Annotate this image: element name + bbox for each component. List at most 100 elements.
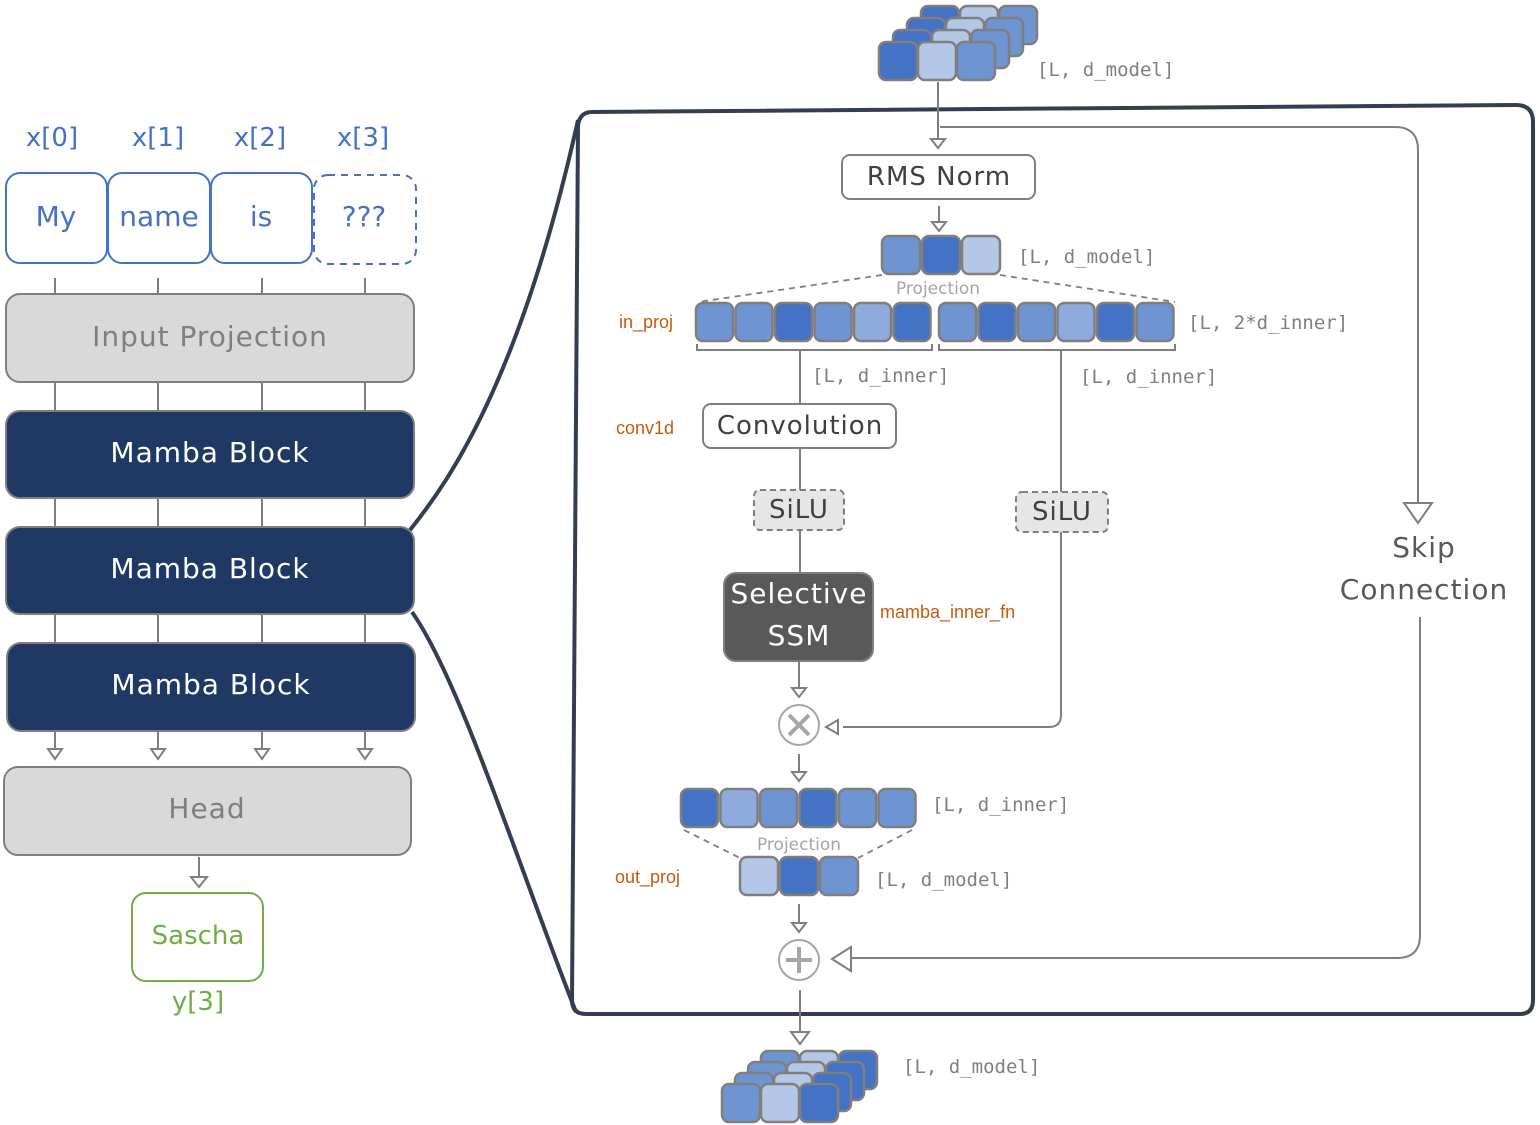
inner-tensor-row [679,787,917,829]
normed-shape: [L, d_model] [1018,246,1155,268]
zoom-line-bottom [410,610,578,1013]
input-token-box-unknown [313,174,417,265]
tensor-cell [1016,301,1057,343]
arrow-icon [929,221,949,233]
tensor-cell [818,855,860,897]
left-branch-shape: [L, d_inner] [812,365,949,387]
out-projection-tensor-row [738,855,860,897]
input-token: ??? [342,200,387,233]
tensor-cell [734,301,774,343]
tensor-cell [955,40,997,82]
output-index-label: y[3] [172,987,224,1017]
mamba-block-label: Mamba Block [111,668,310,701]
output-tensor-stack [720,1049,879,1124]
silu-right-label: SiLU [1032,497,1092,527]
in-projection-shape: [L, 2*d_inner] [1188,312,1348,334]
tensor-cell [679,787,720,829]
rms-norm-block [841,154,1036,200]
right-branch-brace [938,344,1176,351]
input-index-label: x[3] [337,123,389,153]
output-token: Sascha [152,921,245,951]
skip-connection-return-wire [850,617,1421,959]
selective-ssm-label: SSM [768,619,831,652]
tensor-cell [837,787,878,829]
arrow-icon [253,748,271,761]
tensor-cell [920,234,962,276]
tensor-cell [916,40,958,82]
tensor-cell [758,787,799,829]
conv1d-code-label: conv1d [616,418,674,438]
out-proj-code-label: out_proj [615,867,680,888]
tensor-cell [798,1082,840,1124]
mamba-block-detail: [L, d_model] Skip Connection RMS Norm [L… [615,4,1508,1124]
tensor-cell [759,1082,801,1124]
mamba-block [5,410,415,499]
selective-ssm-label: Selective [731,577,868,610]
tensor-cell [778,855,820,897]
convolution-label: Convolution [717,411,883,441]
mamba-block-detail-frame [569,102,1535,1016]
skip-connection-wire [940,126,1419,503]
tensor-cell [798,787,838,829]
inner-shape: [L, d_inner] [932,794,1069,816]
left-branch-brace [696,344,933,351]
arrow-icon [789,687,809,699]
tensor-cell [1056,301,1096,343]
input-token: is [250,200,272,233]
skip-connection-label: Skip [1392,531,1456,564]
input-token-box [210,172,313,264]
in-projection-label: Projection [896,279,980,299]
gate-wire [843,532,1062,728]
head-input-arrows [46,748,374,761]
head-block [3,766,412,856]
silu-right-block [1015,491,1109,533]
tensor-cell [813,301,853,343]
rms-norm-label: RMS Norm [867,162,1011,192]
zoom-line-top [408,119,580,532]
tensor-cell [773,301,814,343]
input-index-label: x[0] [26,123,78,153]
tensor-cell [877,787,917,829]
output-token-box [131,892,264,982]
out-projection-shape: [L, d_model] [875,869,1012,891]
mamba-inner-fn-code-label: mamba_inner_fn [880,602,1015,623]
multiply-icon [778,704,820,746]
input-token: My [36,200,77,233]
tensor-cell [719,787,759,829]
input-index-label: x[2] [234,123,286,153]
input-tensor-stack [877,4,1039,82]
tensor-cell [892,301,932,343]
projection-fan-lines [697,274,1176,303]
mamba-block-label: Mamba Block [110,552,309,585]
mamba-block [5,526,415,615]
arrow-icon [928,138,948,150]
skip-arrow-icon [1402,502,1434,525]
mamba-block [6,642,416,732]
tensor-cell [720,1082,762,1124]
arrow-icon [149,748,167,761]
normed-tensor-row [880,234,1002,276]
tensor-cell [937,301,978,343]
skip-connection-label: Connection [1340,573,1508,606]
tensor-cell [960,234,1002,276]
arrow-icon [789,922,809,934]
tensor-cell [977,301,1017,343]
input-projection-block [5,293,415,383]
mamba-block-label: Mamba Block [110,436,309,469]
tensor-cell [880,234,922,276]
tensor-cell [1095,301,1136,343]
input-token: name [119,200,198,233]
input-index-label: x[1] [132,123,184,153]
tensor-cell [1135,301,1175,343]
in-proj-code-label: in_proj [619,312,673,333]
add-icon [778,939,820,981]
input-tensor-shape: [L, d_model] [1037,59,1174,81]
tensor-cell [852,301,893,343]
in-projection-tensor-row [694,301,1175,343]
input-projection-label: Input Projection [92,320,328,353]
output-tensor-shape: [L, d_model] [903,1056,1040,1078]
arrow-icon [789,771,809,783]
right-branch-shape: [L, d_inner] [1080,366,1217,388]
tensor-cell [877,40,919,82]
arrow-icon [830,945,852,973]
